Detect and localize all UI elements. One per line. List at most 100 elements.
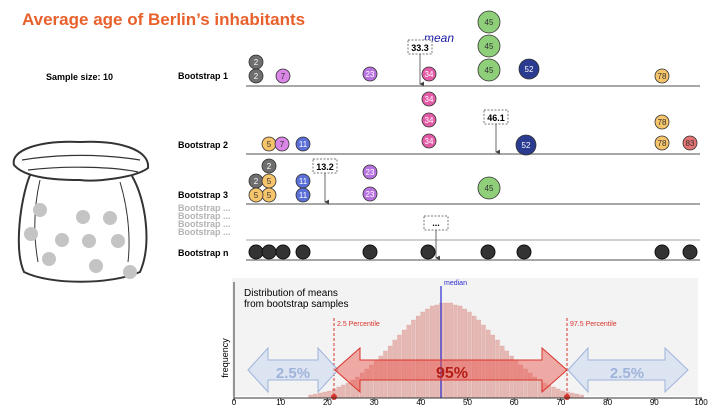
bag-marble [89, 259, 103, 273]
mean-value-b1: 33.3 [411, 43, 429, 53]
bootstrap-n-balls [248, 244, 698, 260]
ball-bootstrap-n [682, 244, 698, 260]
histogram-bar [443, 302, 449, 399]
histogram-bar [472, 315, 477, 399]
row-label-bootstrap-ghost: Bootstrap ... [178, 227, 231, 237]
svg-text:45: 45 [485, 184, 494, 193]
x-tick-label: 70 [556, 398, 565, 405]
svg-text:2: 2 [254, 72, 259, 81]
svg-text:45: 45 [485, 42, 494, 51]
histogram-bar [411, 319, 416, 399]
svg-text:5: 5 [267, 191, 272, 200]
histogram-bar [341, 384, 346, 399]
svg-text:2: 2 [254, 177, 259, 186]
svg-text:2: 2 [267, 162, 272, 171]
mean-marker-b2: 46.1 [483, 109, 509, 155]
ball-b3: 11 [295, 173, 311, 189]
svg-text:34: 34 [425, 95, 434, 104]
bag-marble [111, 234, 125, 248]
svg-text:83: 83 [686, 139, 695, 148]
ball-b3: 11 [295, 187, 311, 203]
mean-value-bn: ... [432, 218, 440, 228]
x-tick-label: 10 [276, 398, 285, 405]
row-label-bootstrap-2: Bootstrap 2 [178, 140, 229, 150]
svg-text:23: 23 [366, 190, 375, 199]
histogram-bar [420, 311, 425, 399]
row-label-bootstrap-n: Bootstrap n [178, 248, 229, 258]
svg-text:23: 23 [366, 70, 375, 79]
sample-size-label: Sample size: 10 [46, 72, 114, 82]
row-lines [246, 85, 700, 261]
svg-text:78: 78 [658, 139, 667, 148]
mean-value-b3: 13.2 [316, 162, 334, 172]
ball-b2: 34 [421, 112, 437, 128]
svg-text:45: 45 [485, 66, 494, 75]
sack-icon [12, 140, 150, 283]
right-tail-pct: 2.5% [610, 365, 644, 382]
histogram-bar [317, 392, 323, 399]
ball-b1: 45 [477, 58, 501, 82]
histogram-title-line1: Distribution of means [244, 288, 338, 299]
histogram-bar [574, 393, 580, 399]
x-tick-label: 0 [232, 398, 237, 405]
x-tick-label: 80 [603, 398, 612, 405]
ball-b3: 2 [248, 173, 264, 189]
svg-text:11: 11 [299, 140, 308, 149]
ball-b1: 52 [518, 58, 540, 80]
svg-text:11: 11 [299, 191, 308, 200]
histogram-bar [429, 305, 435, 399]
x-tick-label: 30 [370, 398, 379, 405]
histogram-bar [537, 379, 542, 399]
bag-marble [24, 227, 38, 241]
histogram-bar [448, 302, 453, 399]
ball-b3: 5 [261, 173, 277, 189]
histogram-bar [570, 392, 575, 399]
ball-b3: 2 [261, 158, 277, 174]
svg-text:7: 7 [280, 140, 285, 149]
histogram-bar [467, 311, 472, 399]
histogram-bar [336, 386, 341, 399]
ball-b3: 23 [362, 186, 378, 202]
svg-text:34: 34 [425, 116, 434, 125]
svg-text:34: 34 [425, 70, 434, 79]
histogram-bar [476, 319, 481, 399]
ball-bootstrap-n [275, 244, 291, 260]
median-label: median [444, 280, 467, 287]
ball-b1: 45 [477, 10, 501, 34]
bag-marble [42, 252, 56, 266]
ball-b1: 7 [275, 68, 291, 84]
ball-b1: 2 [248, 54, 264, 70]
bag-marble [76, 210, 90, 224]
svg-text:78: 78 [658, 118, 667, 127]
ball-b1: 2 [248, 68, 264, 84]
bag-marble [103, 211, 117, 225]
center-arrow: 95% [334, 346, 568, 394]
ball-bootstrap-n [248, 244, 264, 260]
x-tick-label: 100 [694, 398, 708, 405]
row-label-bootstrap-ghost: Bootstrap ... [178, 211, 231, 221]
ball-b3: 23 [362, 164, 378, 180]
ball-b1: 78 [654, 68, 670, 84]
histogram-bar [345, 382, 351, 399]
bag-marbles [24, 203, 137, 279]
row-label-bootstrap-1: Bootstrap 1 [178, 71, 229, 81]
ball-b1: 34 [421, 66, 437, 82]
svg-text:78: 78 [658, 72, 667, 81]
x-tick-label: 40 [416, 398, 425, 405]
svg-text:52: 52 [525, 65, 534, 74]
page-title: Average age of Berlin’s inhabitants [22, 10, 306, 29]
percentile-high-label: 97.5 Percentile [570, 321, 617, 328]
ball-bootstrap-n [480, 244, 496, 260]
svg-text:5: 5 [267, 177, 272, 186]
histogram-bar [327, 390, 332, 399]
ball-b2: 52 [515, 134, 537, 156]
mean-marker-bn: ... [423, 215, 449, 261]
mean-value-b2: 46.1 [487, 113, 505, 123]
bag-marble [33, 203, 47, 217]
right-tail-arrow: 2.5% [567, 346, 689, 394]
row-label-bootstrap-3: Bootstrap 3 [178, 190, 229, 200]
svg-text:2: 2 [254, 58, 259, 67]
ball-bootstrap-n [516, 244, 532, 260]
